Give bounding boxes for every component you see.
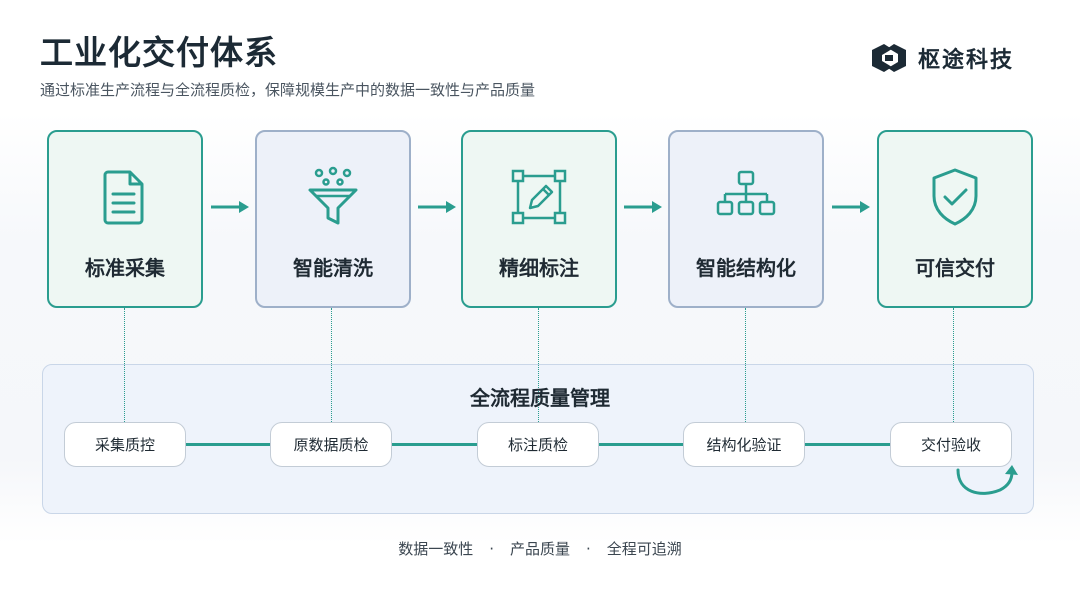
stage-label: 智能清洗	[293, 256, 373, 280]
stage-card-structure: 智能结构化	[668, 130, 824, 308]
stage-label: 智能结构化	[696, 256, 796, 280]
footer-separator: ·	[489, 539, 494, 558]
checkpoint-pill: 标注质检	[477, 422, 599, 467]
stage-label: 标准采集	[85, 256, 165, 280]
funnel-icon	[308, 166, 358, 225]
flow-arrow-icon	[624, 201, 662, 213]
footer-tags: 数据一致性 · 产品质量 · 全程可追溯	[0, 538, 1080, 559]
flow-arrow-icon	[832, 201, 870, 213]
stage-card-collect: 标准采集	[47, 130, 203, 308]
stage-label: 精细标注	[499, 256, 579, 280]
flow-arrow-icon	[418, 201, 456, 213]
footer-item: 数据一致性	[398, 540, 474, 558]
footer-item: 全程可追溯	[606, 540, 682, 558]
stage-card-annotate: 精细标注	[461, 130, 617, 308]
checkpoint-pill: 采集质控	[64, 422, 186, 467]
annotate-pen-icon	[511, 169, 567, 225]
page-title: 工业化交付体系	[40, 33, 278, 72]
document-icon	[103, 170, 144, 225]
connector-line	[331, 308, 332, 422]
footer-item: 产品质量	[509, 540, 570, 558]
flow-arrow-icon	[211, 201, 249, 213]
connector-line	[124, 308, 125, 422]
connector-line	[745, 308, 746, 422]
shield-check-icon	[932, 168, 978, 226]
stage-label: 可信交付	[915, 256, 995, 280]
brand-logo-icon	[872, 44, 906, 72]
stage-card-deliver: 可信交付	[877, 130, 1033, 308]
checkpoint-pill: 结构化验证	[683, 422, 805, 467]
connector-line	[953, 308, 954, 422]
checkpoint-pill: 原数据质检	[270, 422, 392, 467]
loop-arrow-icon	[956, 465, 1018, 495]
connector-line	[538, 308, 539, 422]
hierarchy-icon	[716, 170, 776, 216]
quality-panel-title: 全流程质量管理	[470, 386, 610, 410]
stage-card-clean: 智能清洗	[255, 130, 411, 308]
checkpoint-pill: 交付验收	[890, 422, 1012, 467]
brand-name: 枢途科技	[918, 48, 1015, 73]
footer-separator: ·	[586, 539, 591, 558]
brand-logo: 枢途科技	[868, 38, 1014, 78]
page-subtitle: 通过标准生产流程与全流程质检，保障规模生产中的数据一致性与产品质量	[40, 81, 536, 99]
